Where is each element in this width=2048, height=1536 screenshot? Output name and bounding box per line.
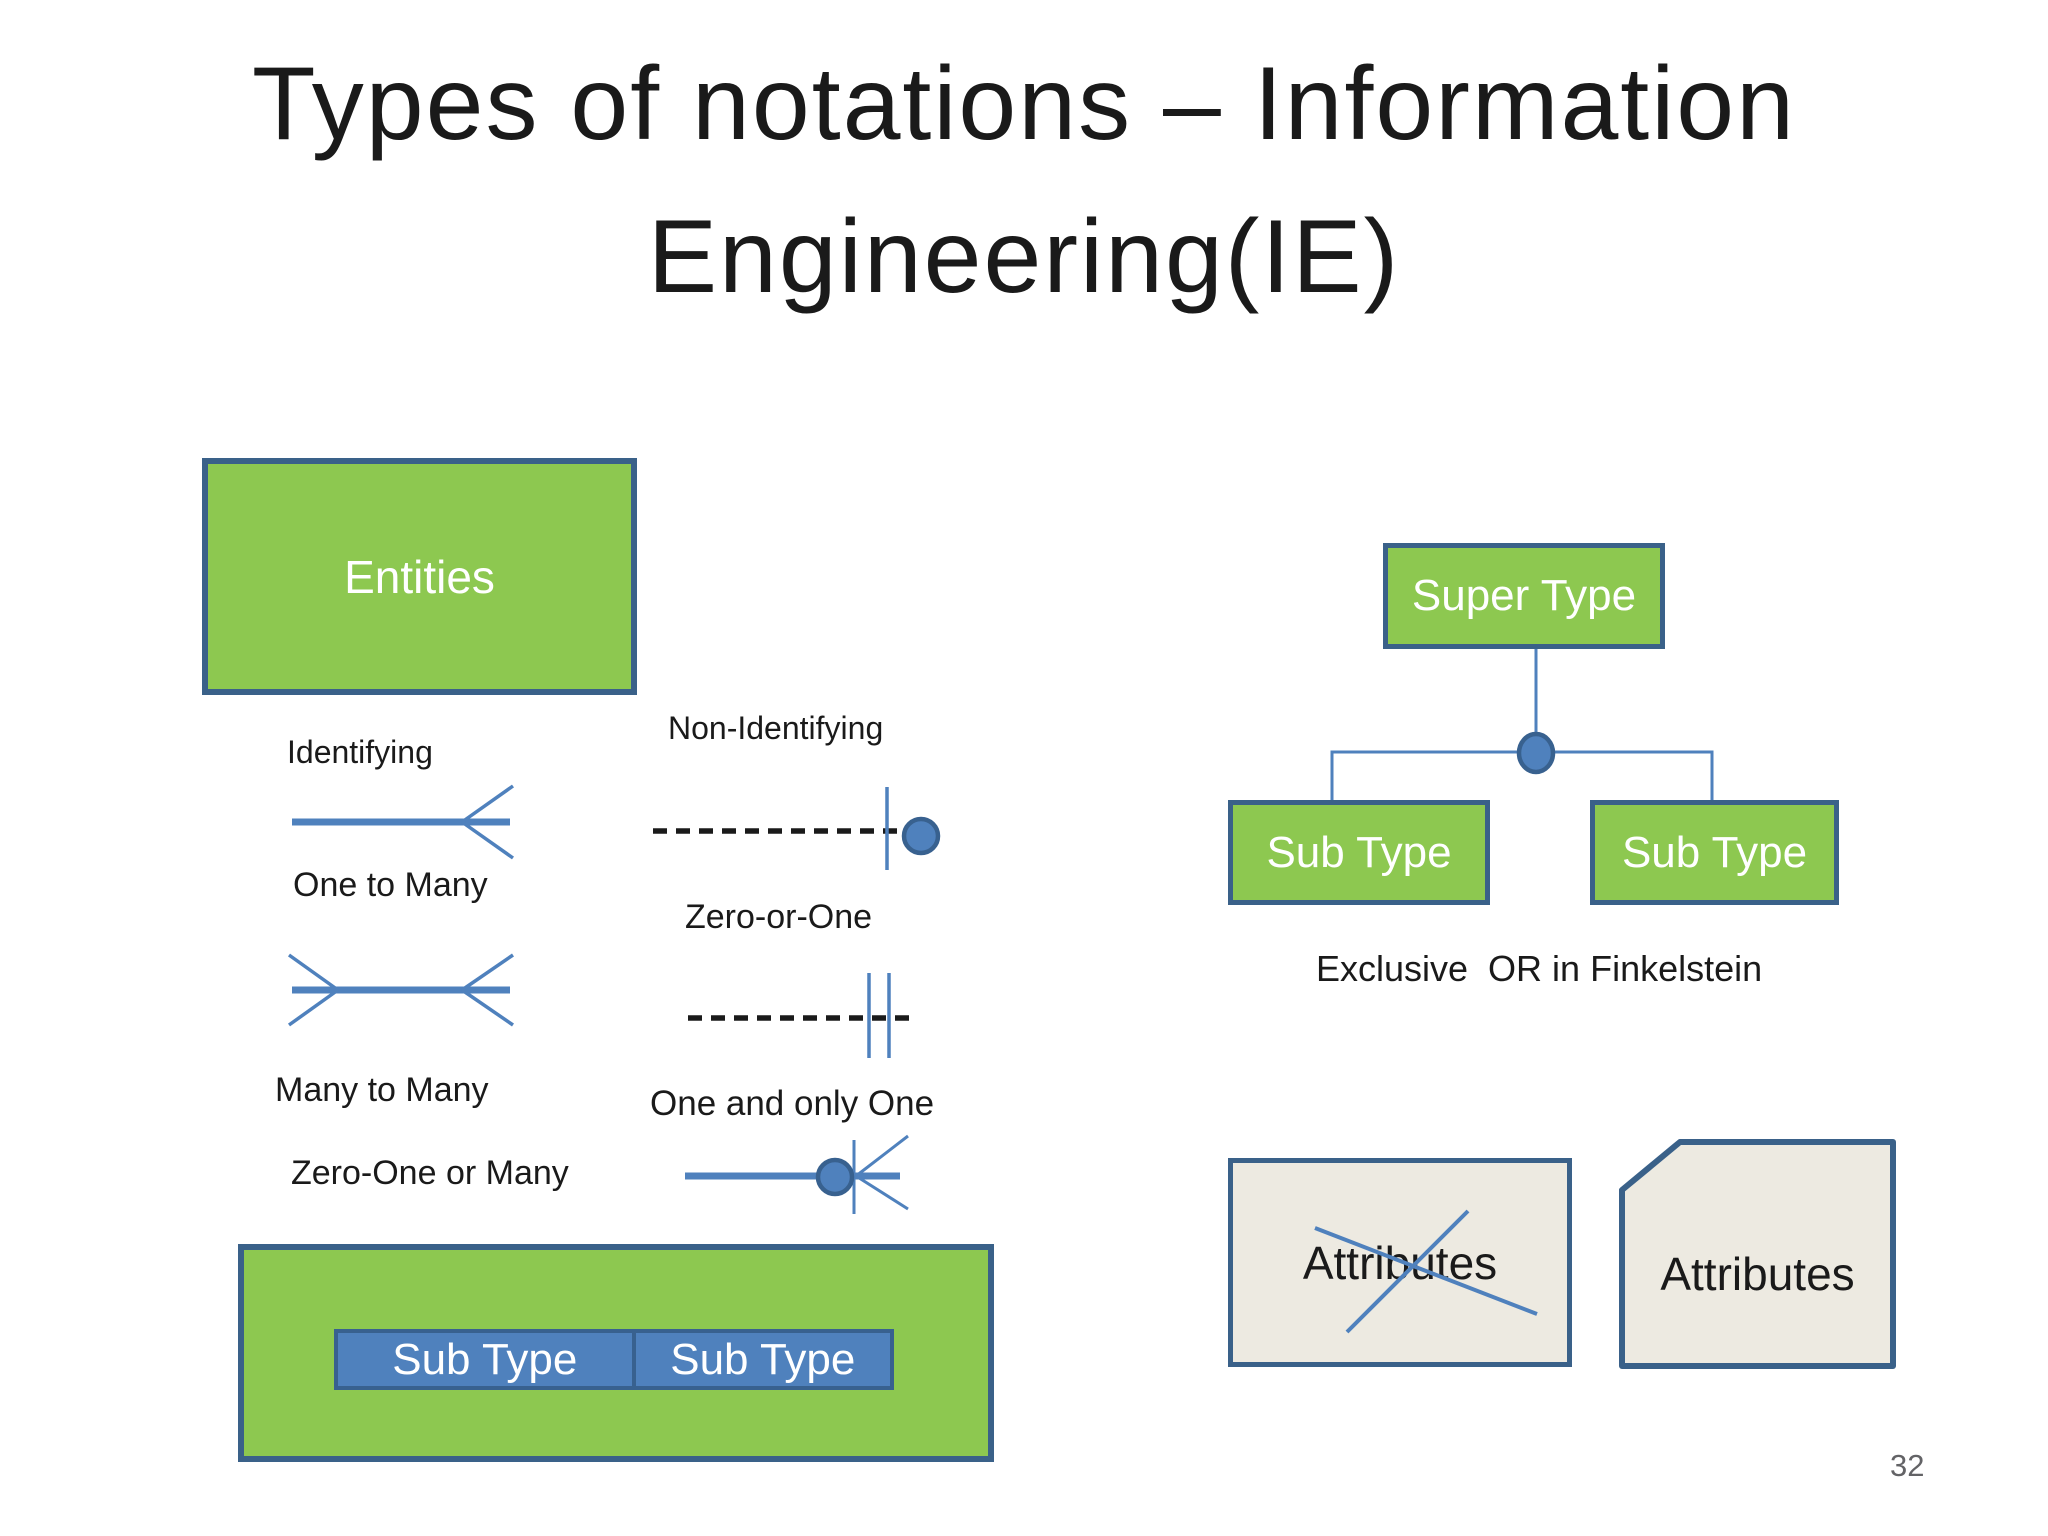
- subtype-band: Sub Type Sub Type: [334, 1329, 894, 1390]
- non-identifying-label: Non-Identifying: [668, 710, 884, 746]
- slide-title-line1: Types of notations – Information: [252, 46, 1796, 162]
- sub-type-box-left: Sub Type: [1228, 800, 1490, 905]
- many-to-many-label: Many to Many: [275, 1071, 489, 1109]
- crow-foot-right-icon: [855, 1134, 909, 1211]
- one-to-many-label: One to Many: [293, 866, 488, 904]
- attributes-clipped-box: Attributes: [1622, 1142, 1893, 1366]
- supertype-subtype-connector: [1330, 649, 1714, 800]
- page-number: 32: [1890, 1448, 1925, 1483]
- branch-connector-line: [1330, 750, 1714, 800]
- subtype-band-cell-left: Sub Type: [338, 1333, 636, 1386]
- one-and-only-one-symbol: [688, 973, 918, 1058]
- attributes-crossed-box: Attributes: [1228, 1158, 1572, 1367]
- subtype-band-cell-right: Sub Type: [670, 1334, 856, 1384]
- super-type-label: Super Type: [1411, 571, 1637, 620]
- entities-label: Entities: [344, 550, 495, 603]
- zero-circle-icon: [815, 1157, 855, 1197]
- non-identifying-zero-or-one-symbol: [653, 787, 941, 870]
- zero-one-or-many-label: Zero-One or Many: [291, 1154, 569, 1192]
- exclusive-or-caption: Exclusive OR in Finkelstein: [1316, 948, 1763, 989]
- super-type-box: Super Type: [1383, 543, 1665, 649]
- slide-title-line2: Engineering(IE): [647, 199, 1401, 315]
- identifying-label: Identifying: [287, 734, 433, 770]
- one-and-only-one-label: One and only One: [650, 1084, 935, 1123]
- entities-box: Entities: [202, 458, 637, 695]
- exclusive-or-junction-circle-icon: [1516, 731, 1556, 775]
- sub-type-left-label: Sub Type: [1266, 827, 1452, 877]
- attributes-crossed-label: Attributes: [1302, 1236, 1498, 1289]
- zero-or-one-label: Zero-or-One: [685, 898, 873, 936]
- crow-foot-both-ends-icon: [287, 953, 514, 1027]
- zero-circle-icon: [901, 816, 941, 856]
- sub-type-box-right: Sub Type: [1590, 800, 1839, 905]
- sub-type-right-label: Sub Type: [1621, 827, 1808, 877]
- crow-foot-right-icon: [460, 784, 515, 860]
- identifying-one-to-many-symbol: [292, 784, 515, 860]
- many-to-many-symbol: [287, 953, 514, 1027]
- zero-one-or-many-symbol: [685, 1134, 909, 1214]
- attributes-clipped-label: Attributes: [1660, 1248, 1855, 1300]
